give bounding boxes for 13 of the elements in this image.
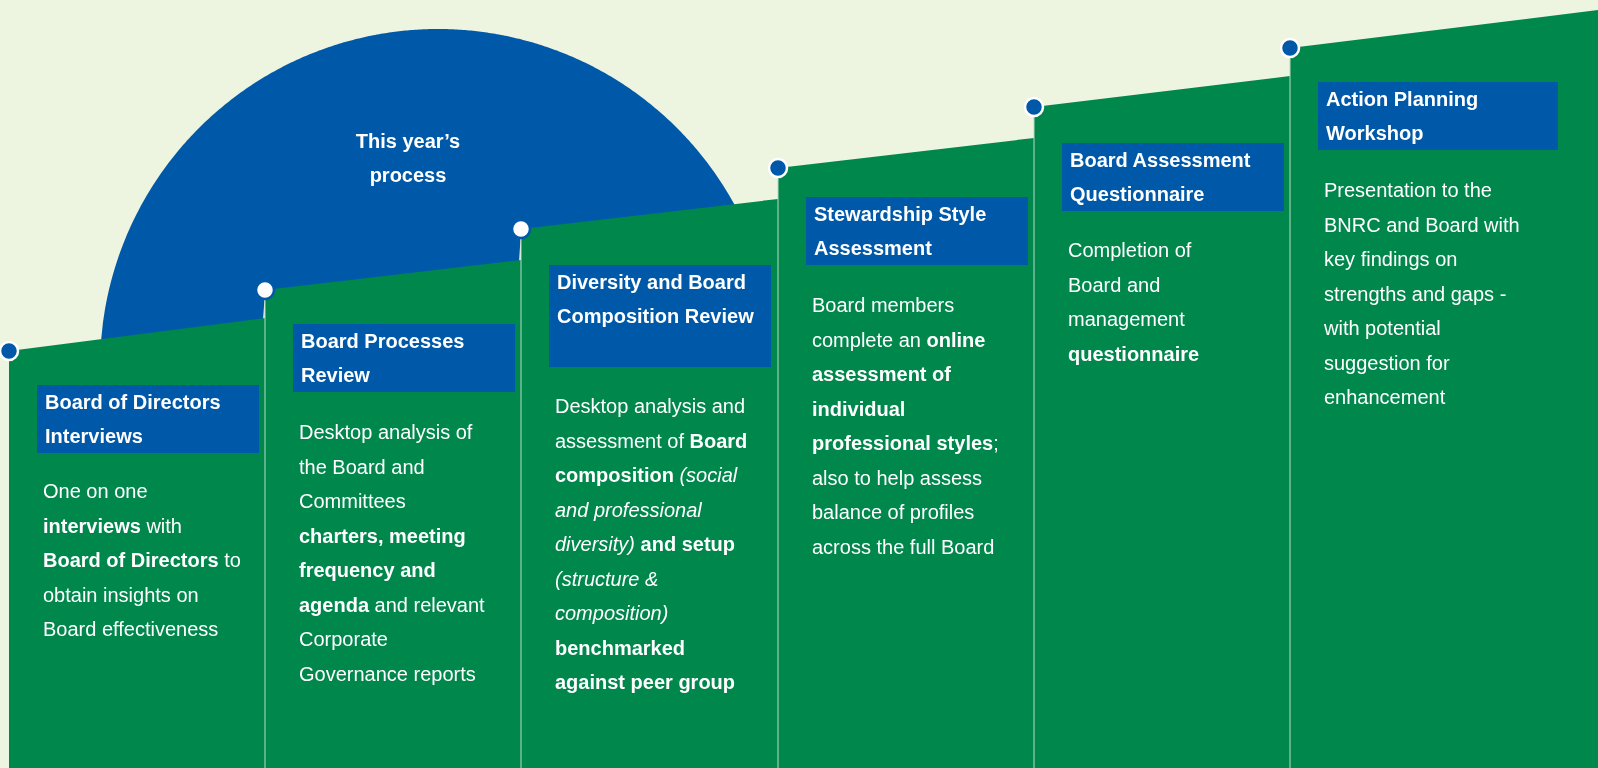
step-title: Action Planning Workshop bbox=[1318, 82, 1558, 150]
step-description: One on one interviews with Board of Directors to obtain insights on Board effectiveness bbox=[43, 479, 242, 642]
step-description: Completion of Board and management questionnaire bbox=[1068, 238, 1201, 367]
step-title: Board Processes Review bbox=[293, 324, 515, 392]
step-title: Stewardship Style Assessment bbox=[806, 197, 1028, 265]
step-title: Board Assessment Questionnaire bbox=[1062, 143, 1284, 211]
step-title: Diversity and Board Composition Review bbox=[549, 265, 771, 367]
step-description: Desktop analysis of the Board and Committees charters, meeting frequency and agenda and relevant Corporate Governance reports bbox=[299, 420, 486, 687]
step-description: Desktop analysis and assessment of Board composition (social and professional diversity) and setup (structure & composition) benchmarked against peer group bbox=[555, 394, 749, 695]
process-heading: This year’s process bbox=[354, 129, 462, 188]
step-description: Board members complete an online assessment of individual professional styles; also to help assess balance of profiles across the full Board bbox=[812, 293, 1000, 560]
step-description: Presentation to the BNRC and Board with key findings on strengths and gaps - with potential suggestion for enhancement bbox=[1324, 178, 1521, 410]
step-title: Board of Directors Interviews bbox=[37, 385, 259, 453]
